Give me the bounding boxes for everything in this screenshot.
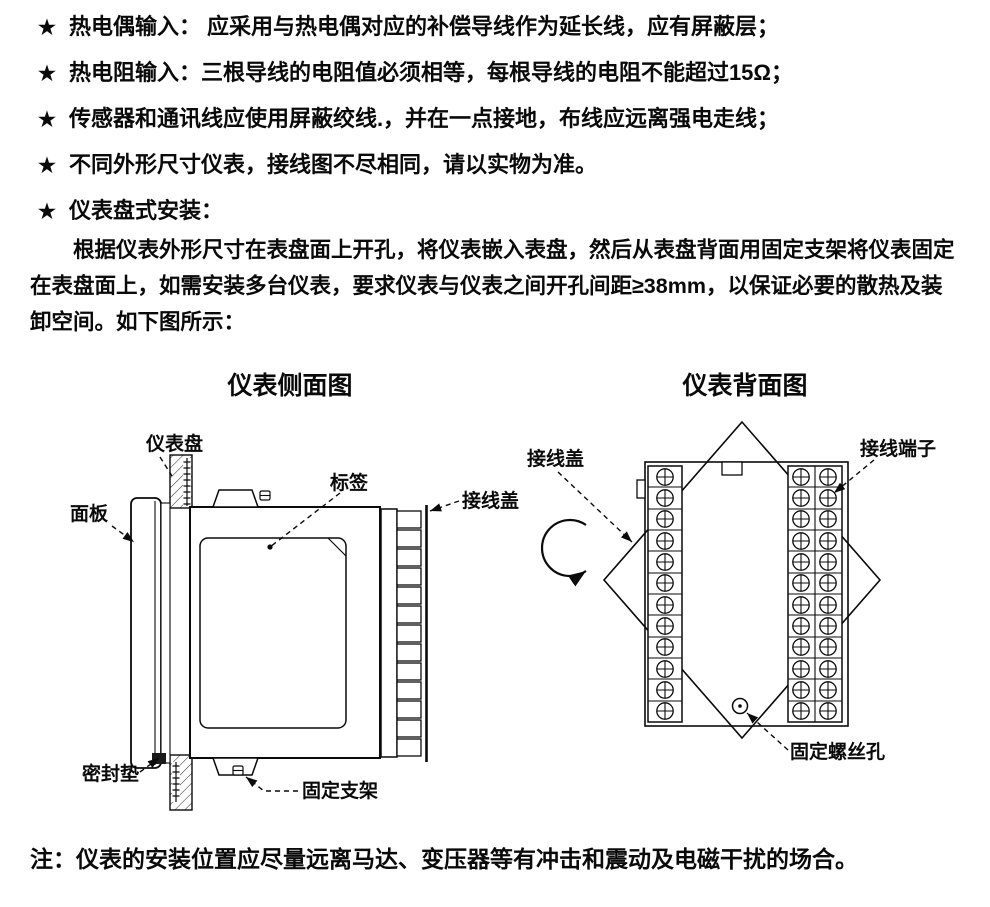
panel-wall [169, 454, 193, 811]
leader-terminal-cover [429, 500, 460, 512]
bullet-item: ★ 仪表盘式安装： [38, 198, 970, 225]
leader-tag [267, 492, 341, 550]
star-icon: ★ [38, 155, 56, 177]
back-view-diagram: 接线盖 接线端子 固定螺丝孔 [527, 420, 936, 763]
bullet-text: 不同外形尺寸仪表，接线图不尽相同，请以实物为准。 [68, 152, 597, 177]
label-fixing-bracket: 固定支架 [302, 779, 378, 802]
label-seal-gasket: 密封垫 [82, 762, 139, 785]
terminal-strip-right [787, 465, 843, 723]
label-fixing-screw-hole: 固定螺丝孔 [790, 740, 885, 763]
clamp-screw-top [183, 458, 191, 506]
side-view-diagram: 仪表盘 面板 标签 接线盖 密封垫 固定支架 [70, 432, 519, 811]
star-icon: ★ [38, 109, 56, 131]
bullet-list: ★ 热电偶输入： 应采用与热电偶对应的补偿导线作为延长线，应有屏蔽层； ★ 热电… [0, 0, 990, 225]
front-panel [130, 497, 171, 769]
label-panel-board: 仪表盘 [145, 432, 203, 455]
leader-terminal-cover [557, 471, 633, 543]
leader-screw-hole [746, 712, 789, 751]
star-icon: ★ [38, 17, 56, 39]
rotation-arrow-icon [540, 518, 587, 587]
label-front-panel: 面板 [70, 502, 109, 525]
leader-fixing-bracket [245, 776, 298, 792]
bullet-text: 传感器和通讯线应使用屏蔽绞线.，并在一点接地，布线应远离强电走线； [68, 106, 780, 131]
fixing-bracket-top [211, 489, 271, 508]
seal-gasket-end [152, 753, 166, 764]
side-tab [636, 479, 646, 499]
terminal-strip-left [647, 465, 683, 723]
label-terminal-block: 接线端子 [860, 437, 936, 460]
fixing-screw-hole [731, 697, 749, 715]
bullet-item: ★ 热电偶输入： 应采用与热电偶对应的补偿导线作为延长线，应有屏蔽层； [38, 14, 970, 41]
bullet-item: ★ 热电阻输入：三根导线的电阻值必须相等，每根导线的电阻不能超过15Ω； [38, 60, 970, 87]
star-icon: ★ [38, 63, 56, 85]
back-view-title: 仪表背面图 [682, 373, 808, 400]
star-icon: ★ [38, 201, 56, 223]
leader-panel-board [159, 456, 173, 477]
leader-front-panel [111, 525, 135, 543]
terminal-blocks [380, 508, 422, 758]
bullet-item: ★ 不同外形尺寸仪表，接线图不尽相同，请以实物为准。 [38, 152, 970, 179]
bullet-text: 仪表盘式安装： [68, 198, 223, 223]
top-notch [721, 461, 743, 476]
instrument-back [644, 461, 849, 727]
bullet-text: 热电偶输入： 应采用与热电偶对应的补偿导线作为延长线，应有屏蔽层； [68, 14, 780, 39]
side-view-title: 仪表侧面图 [227, 373, 353, 400]
label-sticker [199, 537, 347, 729]
seal-gasket [160, 502, 171, 764]
leader-seal-gasket [139, 757, 160, 773]
clamp-screw-bottom [172, 762, 180, 802]
label-tag: 标签 [330, 471, 369, 494]
install-paragraph: 根据仪表外形尺寸在表盘面上开孔，将仪表嵌入表盘，然后从表盘背面用固定支架将仪表固… [30, 238, 955, 334]
label-terminal-cover: 接线盖 [462, 489, 519, 512]
label-terminal-cover: 接线盖 [527, 447, 584, 470]
bullet-item: ★ 传感器和通讯线应使用屏蔽绞线.，并在一点接地，布线应远离强电走线； [38, 106, 970, 133]
bullet-text: 热电阻输入：三根导线的电阻值必须相等，每根导线的电阻不能超过15Ω； [68, 60, 794, 85]
note-text: 注：仪表的安装位置应尽量远离马达、变压器等有冲击和震动及电磁干扰的场合。 [30, 846, 858, 872]
fixing-bracket-bottom [211, 757, 260, 776]
